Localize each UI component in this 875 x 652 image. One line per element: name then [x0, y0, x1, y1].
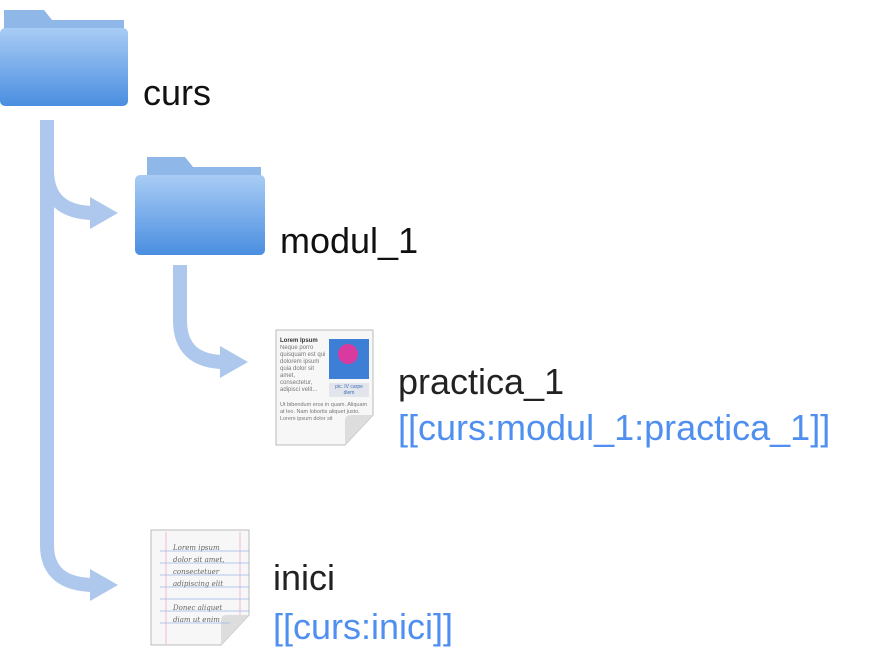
- folder-icon-modul_1: [135, 157, 265, 255]
- trunk-line: [40, 120, 96, 592]
- document-icon-practica_1: [275, 329, 374, 446]
- label-curs: curs: [143, 72, 212, 113]
- branch-to-practica: [173, 265, 226, 369]
- inici-icon-text: Lorem ipsum dolor sit amet, consectetuer…: [173, 542, 225, 626]
- icon-caption: pic. IV carpe diem: [335, 384, 363, 396]
- icon-footer: Ut bibendum eros in quam. Aliquam at leo…: [280, 402, 368, 422]
- icon-line: Lorem ipsum: [173, 544, 220, 552]
- link-practica_1[interactable]: [[curs:modul_1:practica_1]]: [398, 407, 831, 448]
- icon-body: Neque porro quisquam est qui dolorem ips…: [280, 345, 326, 393]
- label-practica_1: practica_1: [398, 361, 565, 402]
- label-modul_1: modul_1: [280, 220, 419, 261]
- branch-to-modul: [40, 169, 96, 220]
- document-icon-inici: [150, 529, 250, 646]
- icon-line: adipiscing elit: [173, 580, 224, 588]
- icon-line: consectetuer: [173, 568, 220, 576]
- practica-icon-text: Lorem Ipsum Neque porro quisquam est qui…: [280, 338, 328, 393]
- icon-line: Donec aliquet: [173, 604, 223, 612]
- arrowhead: [90, 569, 118, 601]
- label-inici: inici: [273, 557, 336, 598]
- icon-title: Lorem Ipsum: [280, 338, 318, 344]
- link-inici[interactable]: [[curs:inici]]: [273, 606, 454, 647]
- folder-icon-curs: [0, 10, 128, 106]
- arrowhead: [220, 346, 248, 378]
- arrowhead: [90, 197, 118, 229]
- icon-line: dolor sit amet,: [173, 556, 225, 564]
- icon-line: diam ut enim: [173, 616, 220, 624]
